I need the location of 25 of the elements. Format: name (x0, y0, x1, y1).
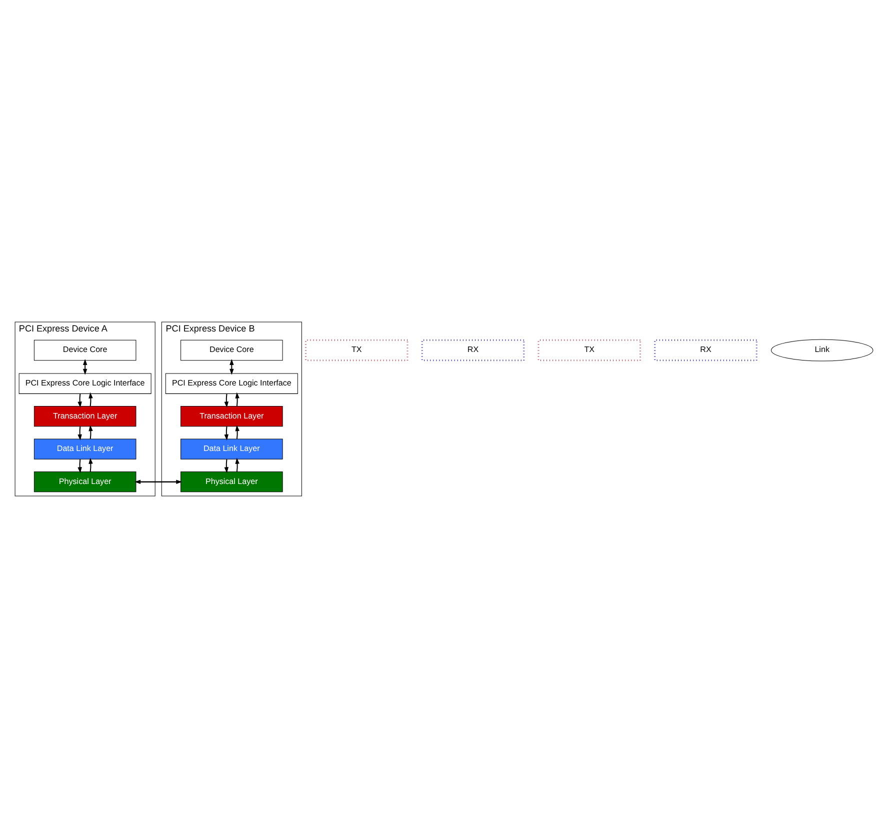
node-ellipse: Link (770, 339, 873, 362)
arrow (88, 425, 92, 440)
node-box: RX (654, 339, 757, 362)
node-box: Data Link Layer (180, 438, 282, 460)
arrow (88, 392, 92, 406)
arrow (88, 458, 92, 472)
node-box: PCI Express Core Logic Interface (164, 373, 298, 394)
node-box: Device Core (33, 340, 136, 361)
node-box: Device Core (180, 340, 282, 361)
arrow (224, 394, 228, 408)
node-box: Physical Layer (180, 472, 282, 492)
arrow (224, 459, 228, 474)
arrow (77, 459, 82, 474)
node-box: TX (537, 339, 640, 362)
node-box: Data Link Layer (33, 438, 136, 460)
node-box: PCI Express Core Logic Interface (18, 373, 151, 394)
node-box: Transaction Layer (33, 406, 136, 427)
node-box: TX (304, 339, 408, 362)
arrow (234, 392, 239, 406)
arrow (224, 426, 228, 440)
node-box: Physical Layer (33, 472, 136, 492)
arrow (77, 426, 82, 440)
node-box: Transaction Layer (180, 406, 282, 427)
arrow (234, 425, 239, 440)
node-box: RX (420, 339, 524, 362)
